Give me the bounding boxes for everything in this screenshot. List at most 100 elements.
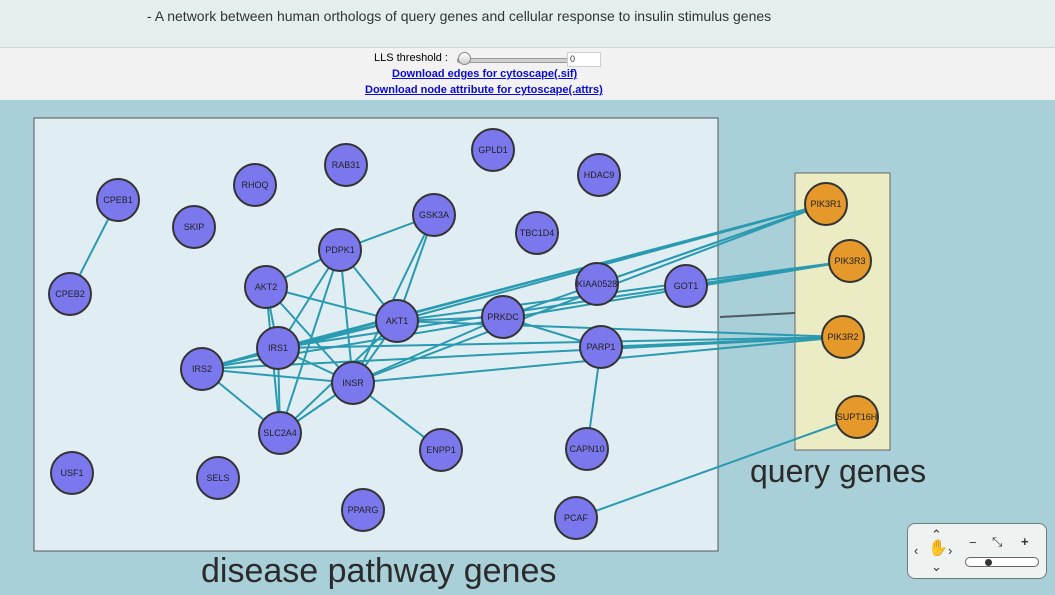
edge-akt2-akt1[interactable] — [265, 286, 398, 322]
node-circle[interactable] — [412, 193, 456, 237]
node-circle[interactable] — [471, 128, 515, 172]
edge-pik3r2-akt1[interactable] — [396, 320, 844, 338]
node-circle[interactable] — [318, 228, 362, 272]
node-circle[interactable] — [331, 361, 375, 405]
download-edges-link[interactable]: Download edges for cytoscape(.sif) — [392, 68, 578, 80]
node-circle[interactable] — [804, 182, 848, 226]
edge-pik3r3-akt1[interactable] — [396, 260, 851, 322]
node-gpld1[interactable]: GPLD1 — [471, 128, 515, 172]
node-circle[interactable] — [579, 325, 623, 369]
edge-irs2-insr[interactable] — [201, 368, 354, 384]
pan-hand-icon[interactable]: ✋ — [928, 540, 948, 557]
edge-pik3r1-akt1[interactable] — [396, 203, 827, 322]
node-circle[interactable] — [341, 488, 385, 532]
node-circle[interactable] — [172, 205, 216, 249]
node-cpeb1[interactable]: CPEB1 — [96, 178, 140, 222]
node-circle[interactable] — [244, 265, 288, 309]
node-pik3r3[interactable]: PIK3R3 — [828, 239, 872, 283]
zoom-slider-handle[interactable] — [985, 559, 992, 566]
node-circle[interactable] — [256, 326, 300, 370]
node-circle[interactable] — [258, 411, 302, 455]
node-capn10[interactable]: CAPN10 — [565, 427, 609, 471]
node-circle[interactable] — [515, 211, 559, 255]
node-label: PPARG — [348, 505, 379, 515]
node-label: GPLD1 — [478, 145, 508, 155]
node-akt2[interactable]: AKT2 — [244, 265, 288, 309]
node-circle[interactable] — [233, 163, 277, 207]
node-skip[interactable]: SKIP — [172, 205, 216, 249]
node-circle[interactable] — [180, 347, 224, 391]
edge-pik3r3-got1[interactable] — [685, 260, 851, 287]
edge-pik3r3-irs2[interactable] — [201, 260, 851, 370]
zoom-slider[interactable] — [965, 557, 1039, 567]
node-label: PIK3R2 — [827, 332, 858, 342]
edge-pik3r2-irs1[interactable] — [277, 336, 844, 349]
pan-left-icon[interactable]: ‹ — [914, 543, 919, 558]
node-irs1[interactable]: IRS1 — [256, 326, 300, 370]
node-circle[interactable] — [50, 451, 94, 495]
node-label: CPEB1 — [103, 195, 133, 205]
node-pik3r2[interactable]: PIK3R2 — [821, 315, 865, 359]
zoom-in-icon[interactable]: + — [1021, 534, 1029, 549]
node-label: HDAC9 — [584, 170, 615, 180]
node-irs2[interactable]: IRS2 — [180, 347, 224, 391]
node-circle[interactable] — [565, 427, 609, 471]
pan-right-icon[interactable]: › — [948, 543, 953, 558]
lls-threshold-value[interactable]: 0 — [567, 52, 601, 67]
node-circle[interactable] — [96, 178, 140, 222]
node-pdpk1[interactable]: PDPK1 — [318, 228, 362, 272]
node-gsk3a[interactable]: GSK3A — [412, 193, 456, 237]
zoom-out-icon[interactable]: − — [969, 535, 977, 550]
node-circle[interactable] — [375, 299, 419, 343]
edge-gsk3a-insr[interactable] — [352, 214, 435, 384]
node-circle[interactable] — [419, 428, 463, 472]
node-rab31[interactable]: RAB31 — [324, 143, 368, 187]
node-hdac9[interactable]: HDAC9 — [577, 153, 621, 197]
edge-supt16h-pcaf[interactable] — [575, 416, 858, 519]
node-circle[interactable] — [48, 272, 92, 316]
node-rhoq[interactable]: RHOQ — [233, 163, 277, 207]
node-sels[interactable]: SELS — [196, 456, 240, 500]
edge-insr-prkdc[interactable] — [352, 316, 504, 384]
node-label: PIK3R3 — [834, 256, 865, 266]
node-circle[interactable] — [575, 262, 619, 306]
edge-pik3r2-parp1[interactable] — [600, 336, 844, 348]
node-cpeb2[interactable]: CPEB2 — [48, 272, 92, 316]
node-circle[interactable] — [481, 295, 525, 339]
node-pparg[interactable]: PPARG — [341, 488, 385, 532]
node-tbc1d4[interactable]: TBC1D4 — [515, 211, 559, 255]
node-circle[interactable] — [554, 496, 598, 540]
node-label: AKT1 — [386, 316, 409, 326]
edge-pik3r1-prkdc[interactable] — [502, 203, 827, 318]
pan-down-icon[interactable]: ⌄ — [931, 559, 942, 574]
zoom-fit-icon[interactable]: ⤡ — [992, 534, 1003, 549]
node-label: INSR — [342, 378, 364, 388]
node-insr[interactable]: INSR — [331, 361, 375, 405]
node-circle[interactable] — [828, 239, 872, 283]
node-circle[interactable] — [835, 395, 879, 439]
node-supt16h[interactable]: SUPT16H — [835, 395, 879, 439]
node-label: CPEB2 — [55, 289, 85, 299]
node-parp1[interactable]: PARP1 — [579, 325, 623, 369]
node-circle[interactable] — [324, 143, 368, 187]
node-akt1[interactable]: AKT1 — [375, 299, 419, 343]
node-circle[interactable] — [196, 456, 240, 500]
pan-up-icon[interactable]: ⌃ — [931, 527, 942, 542]
node-enpp1[interactable]: ENPP1 — [419, 428, 463, 472]
node-got1[interactable]: GOT1 — [664, 264, 708, 308]
node-pcaf[interactable]: PCAF — [554, 496, 598, 540]
node-usf1[interactable]: USF1 — [50, 451, 94, 495]
node-slc2a4[interactable]: SLC2A4 — [258, 411, 302, 455]
download-attrs-link[interactable]: Download node attribute for cytoscape(.a… — [365, 84, 603, 96]
node-circle[interactable] — [577, 153, 621, 197]
node-kiaa0528[interactable]: KIAA0528 — [575, 262, 619, 306]
lls-threshold-slider-handle[interactable] — [458, 52, 471, 65]
node-circle[interactable] — [821, 315, 865, 359]
pan-zoom-control[interactable]: ⌃ ‹ ✋ › ⌄ − ⤡ + — [907, 523, 1047, 579]
lls-threshold-label: LLS threshold : — [374, 52, 448, 64]
node-prkdc[interactable]: PRKDC — [481, 295, 525, 339]
node-pik3r1[interactable]: PIK3R1 — [804, 182, 848, 226]
node-circle[interactable] — [664, 264, 708, 308]
